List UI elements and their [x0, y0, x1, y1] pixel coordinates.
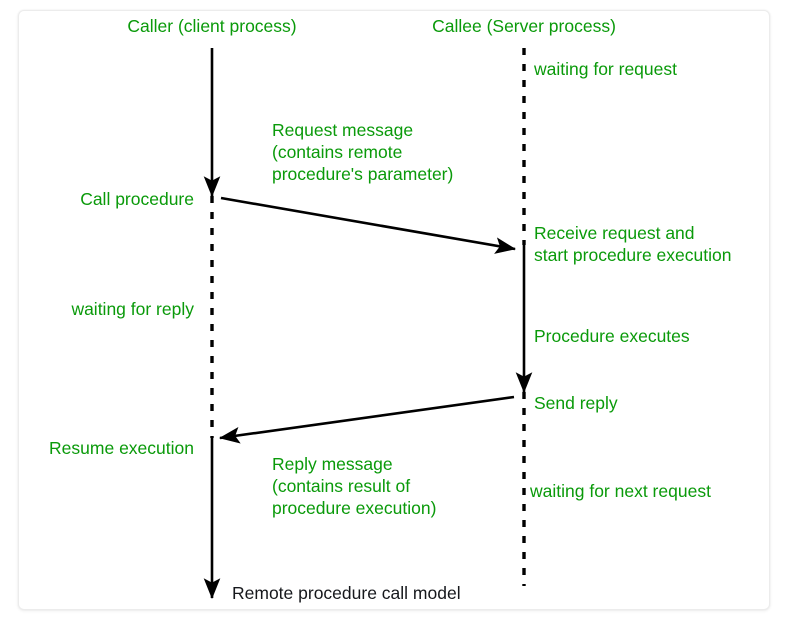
messages-layer [218, 196, 517, 444]
annotation-procedure-executes: Procedure executes [534, 326, 690, 346]
lifeline-header-callee: Callee (Server process) [432, 16, 616, 36]
annotation-send-reply: Send reply [534, 393, 618, 413]
annotation-waiting-for-next: waiting for next request [530, 481, 711, 501]
lifelines-layer [203, 48, 533, 600]
annotation-resume-execution: Resume execution [49, 438, 194, 458]
message-label-reply: Reply message (contains result of proced… [272, 454, 437, 518]
annotation-call-procedure: Call procedure [80, 189, 194, 209]
annotation-waiting-for-request: waiting for request [534, 59, 677, 79]
lifeline-header-caller: Caller (client process) [127, 16, 297, 36]
annotation-waiting-for-reply: waiting for reply [71, 299, 194, 319]
figure-card [18, 10, 770, 610]
message-arrow-request [220, 196, 517, 254]
message-arrow-reply [218, 395, 515, 444]
message-label-request: Request message (contains remote procedu… [272, 120, 454, 184]
annotation-receive-request: Receive request and start procedure exec… [534, 223, 732, 265]
figure-caption: Remote procedure call model [232, 583, 461, 603]
